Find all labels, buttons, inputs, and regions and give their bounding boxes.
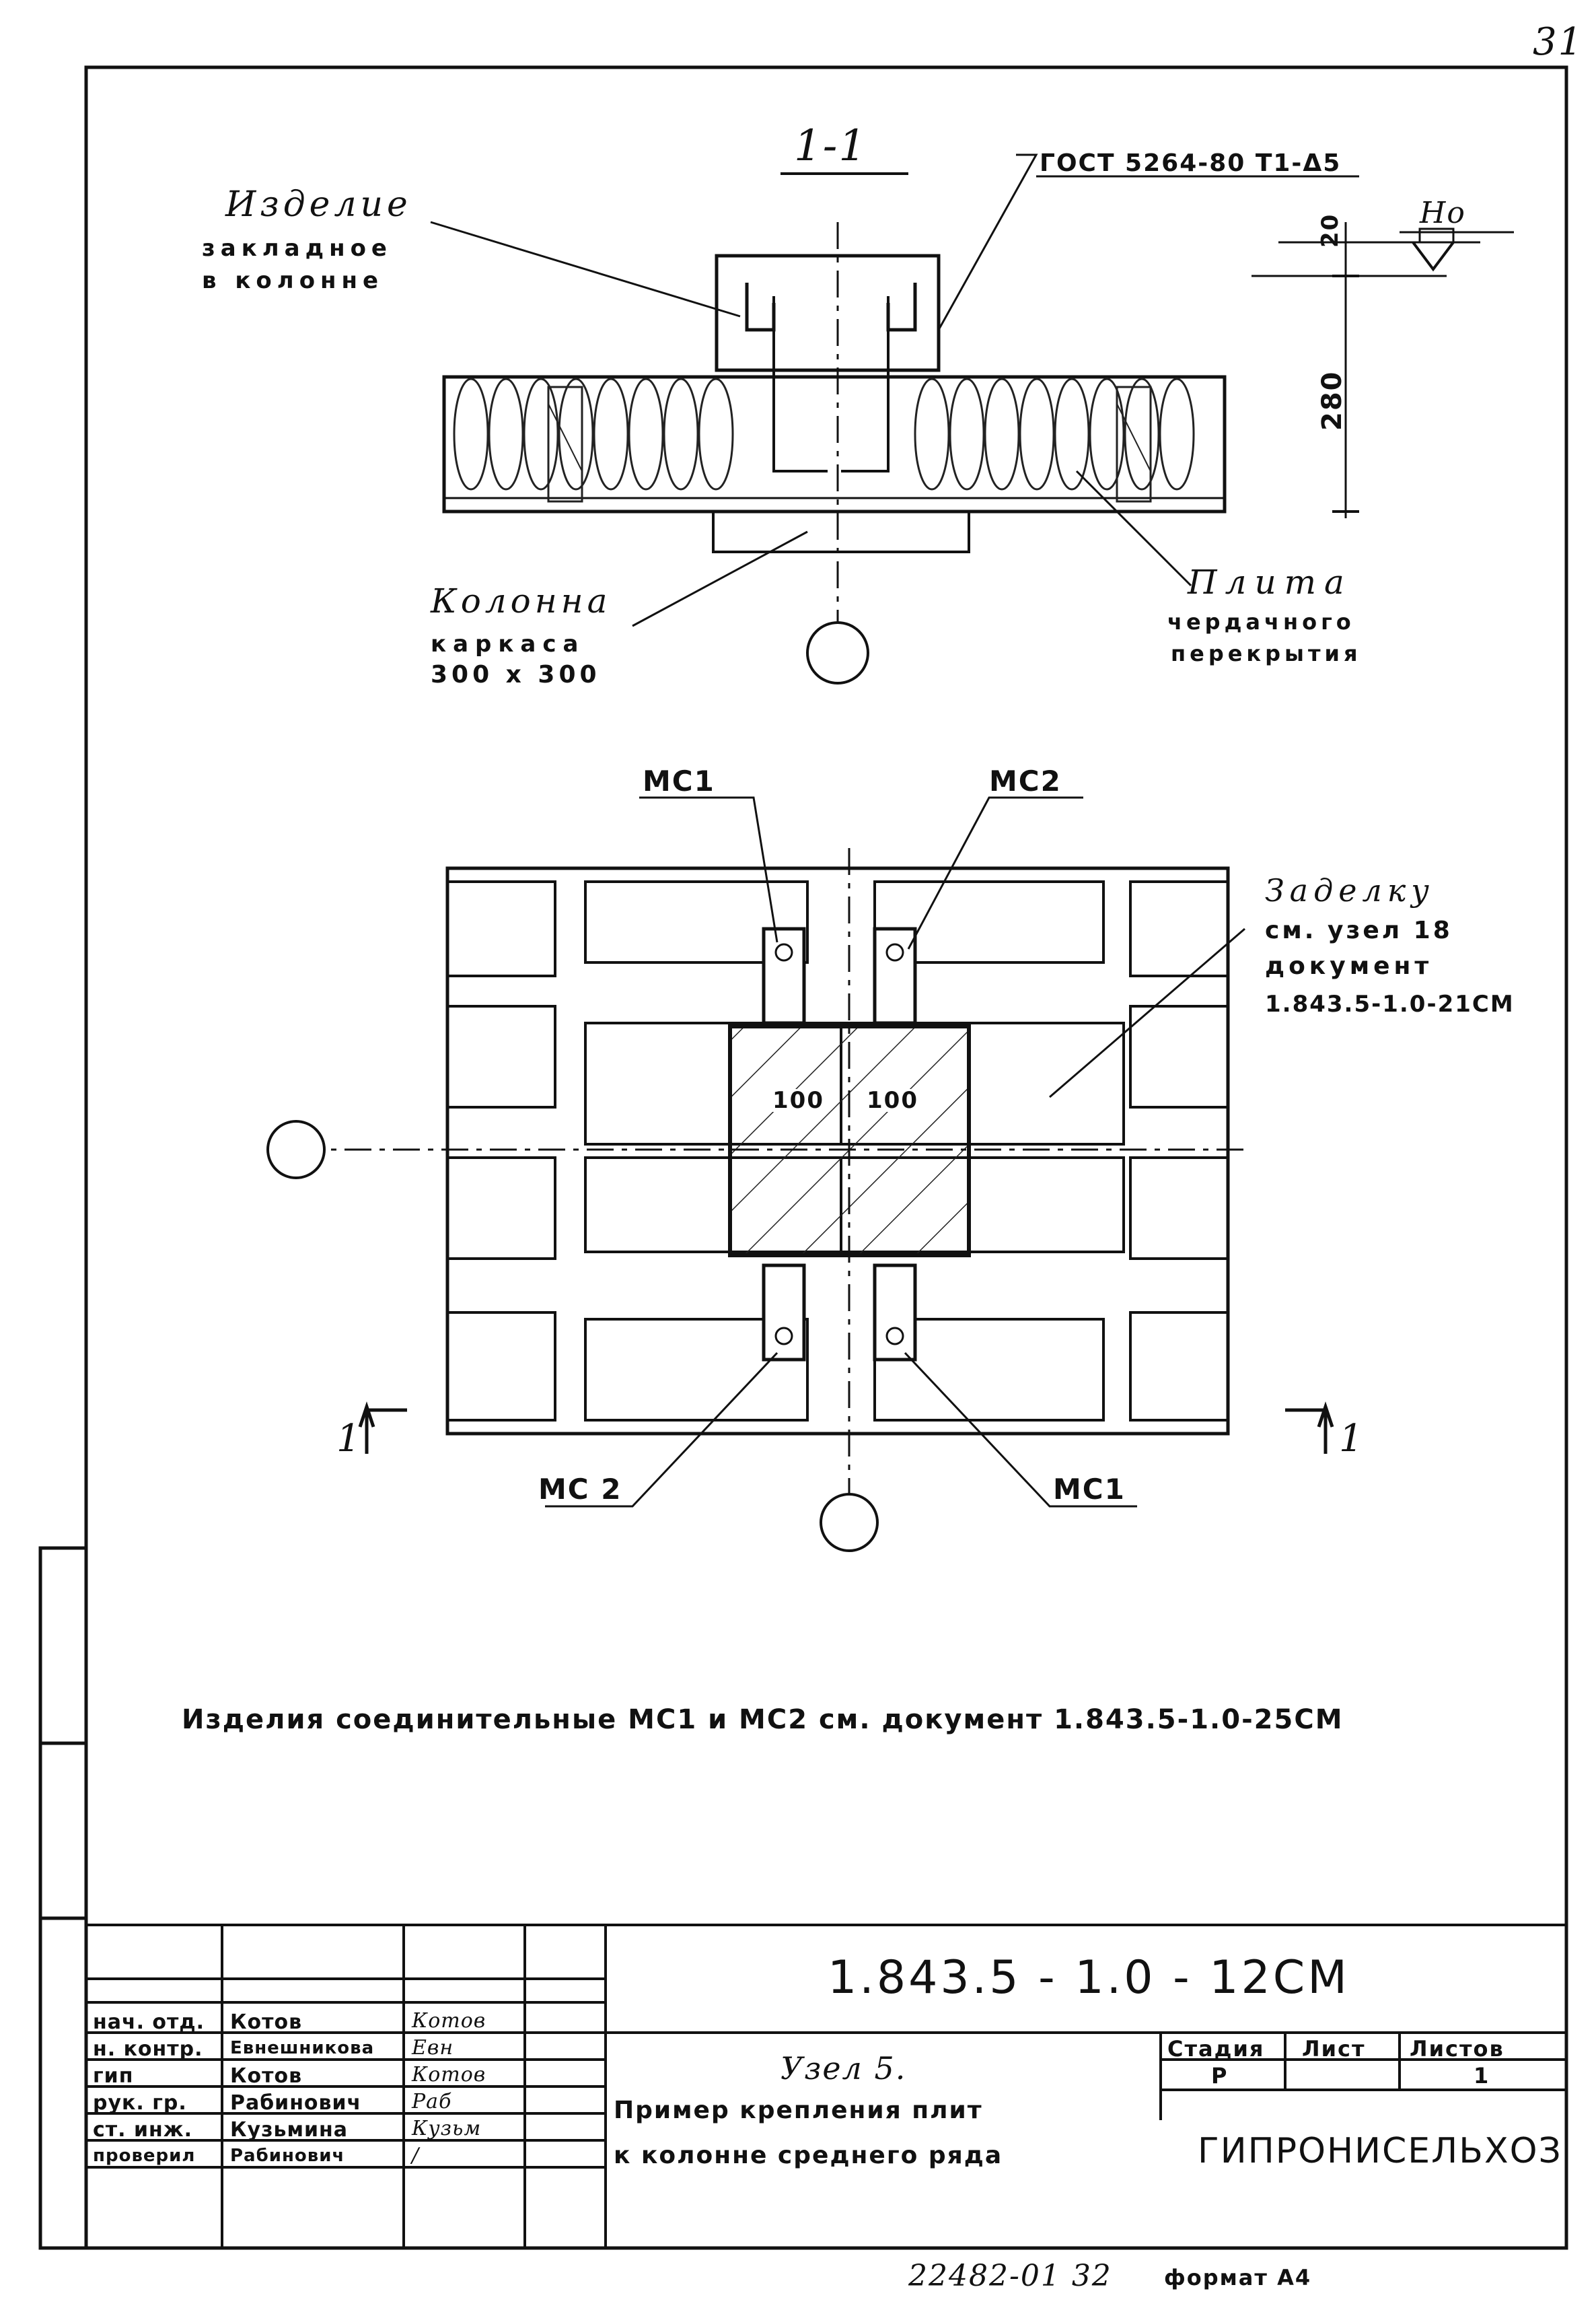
- role-cell: ст. инж.: [93, 2118, 193, 2142]
- weld-note: ГОСТ 5264-80 Т1-Δ5: [1040, 149, 1342, 177]
- level-mark: Но: [1420, 196, 1466, 230]
- label-mc2-bottom: МС 2: [538, 1473, 622, 1506]
- plan-outline: [445, 866, 1230, 1436]
- signature-cell: Евн: [412, 2036, 454, 2060]
- dimension-280: 280: [1317, 370, 1348, 431]
- section-mark: 1-1: [794, 121, 868, 171]
- role-cell: н. контр.: [93, 2037, 203, 2061]
- name-cell: Рабинович: [230, 2146, 345, 2166]
- role-cell: проверил: [93, 2146, 196, 2166]
- drawing-title-line1: Узел 5.: [781, 2050, 907, 2086]
- signature-cell: Раб: [412, 2090, 452, 2113]
- axis-circle-left: [266, 1120, 326, 1179]
- axis-circle-bottom: [820, 1493, 879, 1552]
- document-code: 1.843.5 - 1.0 - 12СМ: [828, 1951, 1350, 2004]
- name-cell: Рабинович: [230, 2091, 362, 2115]
- drawing-title-line2: Пример крепления плит: [614, 2097, 983, 2124]
- title-block: [86, 1924, 1566, 2248]
- embedded-part-box: [715, 254, 941, 372]
- name-cell: Котов: [230, 2010, 303, 2034]
- sheet-label: Лист: [1302, 2036, 1366, 2062]
- signature-cell: Котов: [412, 2063, 486, 2086]
- format-label: формат А4: [1164, 2265, 1312, 2290]
- label-mc1-bottom: МС1: [1053, 1473, 1126, 1506]
- section-marker-right: [1285, 1401, 1334, 1454]
- section-label-right: 1: [1339, 1417, 1365, 1461]
- label-mc1-top: МС1: [643, 765, 715, 798]
- role-cell: гип: [93, 2064, 134, 2088]
- signature-cell: /: [412, 2144, 420, 2167]
- dimension-100-right: 100: [863, 1089, 922, 1112]
- role-cell: нач. отд.: [93, 2010, 205, 2034]
- dimension-100-left: 100: [768, 1089, 828, 1112]
- connector-note: Изделия соединительные МС1 и МС2 см. док…: [182, 1704, 1344, 1735]
- archive-number: 22482-01 32: [908, 2259, 1112, 2293]
- sheet-frame: [38, 65, 1568, 2250]
- section-marker-left: [358, 1401, 407, 1454]
- stage-value: Р: [1211, 2063, 1229, 2089]
- leader-lines-section: [430, 153, 1359, 627]
- dimension-20: 20: [1317, 213, 1344, 248]
- label-mc2-top: МС2: [989, 765, 1062, 798]
- mc2-plate-bottom: [762, 1263, 806, 1362]
- leader-lines-plan: [545, 796, 1245, 1508]
- name-cell: Евнешникова: [230, 2038, 375, 2058]
- column-section: [712, 510, 970, 553]
- mc1-plate-top: [762, 927, 806, 1025]
- stage-label: Стадия: [1167, 2036, 1265, 2062]
- plan-view: [266, 796, 1334, 1552]
- slab-strip: [442, 375, 1227, 514]
- axis-circle-top: [806, 621, 869, 685]
- name-cell: Котов: [230, 2064, 303, 2088]
- section-label-left: 1: [336, 1417, 362, 1461]
- drawing-title-line3: к колонне среднего ряда: [614, 2142, 1003, 2169]
- signature-cell: Кузьм: [412, 2117, 482, 2140]
- section-1-1-view: [430, 153, 1514, 685]
- mc2-plate-top: [873, 927, 917, 1025]
- signature-cell: Котов: [412, 2009, 486, 2033]
- sheets-label: Листов: [1410, 2036, 1504, 2062]
- name-cell: Кузьмина: [230, 2118, 348, 2142]
- role-cell: рук. гр.: [93, 2091, 187, 2115]
- organization-name: ГИПРОНИСЕЛЬХОЗ: [1198, 2131, 1562, 2171]
- insulation-loops: [453, 378, 1195, 491]
- page-number: 31: [1533, 20, 1584, 64]
- sheets-value: 1: [1474, 2063, 1490, 2089]
- mc1-plate-bottom: [873, 1263, 917, 1362]
